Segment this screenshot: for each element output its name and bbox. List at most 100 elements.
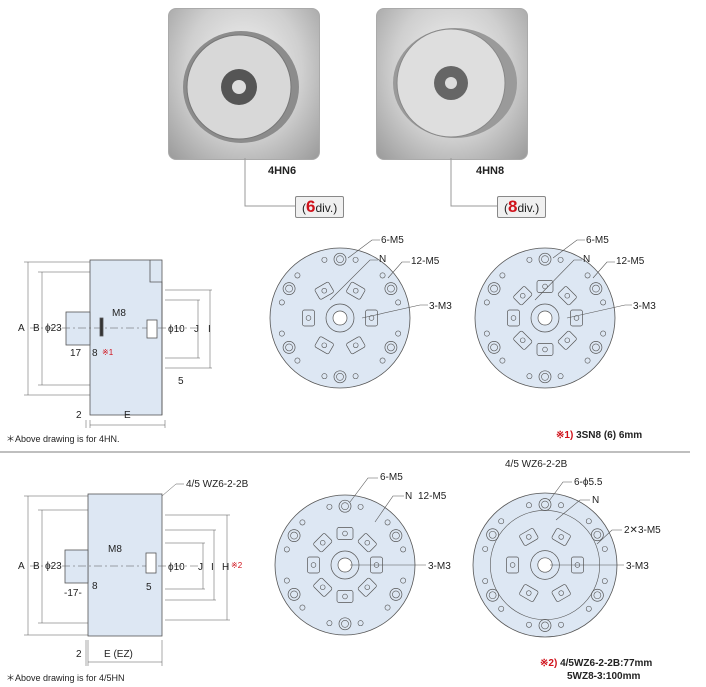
division-badge: (6div.) xyxy=(295,196,345,218)
dim-e: E xyxy=(124,410,131,421)
jaw-hole xyxy=(321,288,327,294)
bolt-hole xyxy=(592,343,600,352)
division-number: 6 xyxy=(306,197,316,216)
division-suffix: div. xyxy=(517,201,536,215)
face-view-4-5hn xyxy=(274,494,416,636)
jaw-slot xyxy=(346,281,366,300)
jaw-hole xyxy=(320,584,326,590)
dim-j: J xyxy=(194,324,199,335)
jaw-hole xyxy=(558,534,564,540)
tapped-hole xyxy=(498,518,505,525)
tapped-hole xyxy=(584,357,591,364)
footnote-line: 5WZ8-3:100mm xyxy=(567,671,641,682)
dim-d10: ϕ10 xyxy=(168,324,185,335)
counterbore-hole xyxy=(591,588,604,602)
bolt-hole xyxy=(592,284,600,293)
jaw-hole xyxy=(342,530,348,537)
counterbore-hole xyxy=(591,528,604,542)
label-n: N xyxy=(592,495,599,506)
tapped-hole xyxy=(526,621,532,628)
tapped-hole xyxy=(395,330,402,337)
label-3-m3: 3-M3 xyxy=(429,301,452,312)
wz-title: 4/5 WZ6-2-2B xyxy=(505,459,568,470)
division-number: 8 xyxy=(508,197,518,216)
jaw-hole xyxy=(321,342,327,348)
tapped-hole xyxy=(294,272,301,279)
tapped-hole xyxy=(278,330,285,337)
center-bore xyxy=(537,310,553,326)
counterbore-hole xyxy=(487,341,501,354)
jaw-slot xyxy=(557,330,577,350)
tapped-hole xyxy=(498,605,505,612)
counterbore-hole xyxy=(538,370,552,384)
chuck-icon xyxy=(393,28,517,138)
footnote-mark: ※2) xyxy=(540,658,558,669)
bolt-hole xyxy=(488,530,497,539)
chuck-icon xyxy=(183,31,299,143)
bolt-hole xyxy=(490,284,498,293)
tapped-hole xyxy=(557,373,564,380)
tapped-hole xyxy=(379,357,386,364)
tapped-hole xyxy=(321,256,328,263)
counterbore-hole xyxy=(338,617,352,631)
bolt-hole xyxy=(285,284,293,293)
dim-j: J xyxy=(198,562,203,573)
jaw-hole xyxy=(342,593,348,600)
tapped-hole xyxy=(483,330,490,337)
label-12-m5: 12-M5 xyxy=(418,491,447,502)
dim-i: I xyxy=(208,324,211,335)
drawing-note: ＊Above drawing is for 4/5HN xyxy=(6,673,125,683)
jaw-hole xyxy=(320,540,326,546)
paren: ( xyxy=(302,201,306,215)
tapped-hole xyxy=(283,577,290,584)
counterbore-hole xyxy=(384,282,398,295)
dim-2: 2 xyxy=(76,410,82,421)
division-suffix: div. xyxy=(315,201,334,215)
jaw-hole xyxy=(558,590,564,596)
label-6-m5: 6-M5 xyxy=(586,235,609,246)
tapped-hole xyxy=(326,620,333,627)
bolt-hole xyxy=(387,343,395,352)
bolt-hole xyxy=(285,343,293,352)
label-3-m3: 3-M3 xyxy=(633,301,656,312)
jaw-hole xyxy=(310,562,317,568)
footnote-1: ※1) 3SN8 (6) 6mm xyxy=(556,430,642,441)
dim-h: H xyxy=(222,562,229,573)
tapped-hole xyxy=(278,299,285,306)
dim-5: 5 xyxy=(178,376,184,387)
label-6-m5: 6-M5 xyxy=(381,235,404,246)
jaw-hole xyxy=(542,283,548,290)
product-photo-4hn6 xyxy=(168,8,320,160)
counterbore-hole xyxy=(333,370,347,384)
jaw-hole xyxy=(520,337,526,343)
counterbore-hole xyxy=(487,282,501,295)
dim-17: -17- xyxy=(64,588,82,599)
jaw-slot xyxy=(557,286,577,306)
jaw-slot xyxy=(313,577,333,597)
dim-i: I xyxy=(211,562,214,573)
tapped-hole xyxy=(585,518,592,525)
label-6-m5: 6-M5 xyxy=(380,472,403,483)
tapped-hole xyxy=(499,272,506,279)
counterbore-hole xyxy=(338,499,352,513)
bolt-hole xyxy=(387,284,395,293)
center-bore xyxy=(337,557,353,573)
tapped-hole xyxy=(283,546,290,553)
counterbore-hole xyxy=(287,588,301,601)
counterbore-hole xyxy=(538,252,552,266)
paren: ( xyxy=(504,201,508,215)
face-view-6div xyxy=(269,247,411,389)
tapped-hole xyxy=(379,272,386,279)
tapped-hole xyxy=(584,272,591,279)
jaw-hole xyxy=(526,534,532,540)
bolt-hole xyxy=(290,531,298,540)
jaw-hole xyxy=(564,293,570,299)
jaw-slot xyxy=(506,556,519,574)
tapped-hole xyxy=(601,578,608,584)
counterbore-hole xyxy=(538,498,552,511)
counterbore-hole xyxy=(538,619,552,632)
tapped-hole xyxy=(483,299,490,306)
label-2x3-m5: 2✕3-M5 xyxy=(624,525,661,536)
counterbore-hole xyxy=(389,529,403,542)
